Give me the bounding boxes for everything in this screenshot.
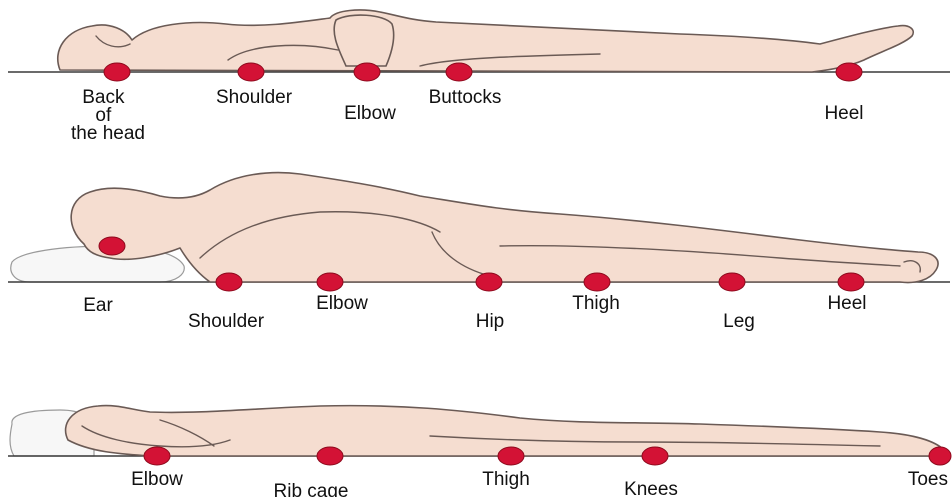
point-label-buttocks: Buttocks xyxy=(429,87,502,108)
pressure-point-dot xyxy=(238,63,264,81)
pressure-point-hip: Hip xyxy=(476,273,505,332)
pressure-point-dot xyxy=(719,273,745,291)
arm-supine xyxy=(334,15,393,66)
point-label-thigh: Thigh xyxy=(572,293,620,314)
panel-prone: Elbow Rib cage Thigh Knees Toes xyxy=(8,406,951,497)
point-label-rib-cage: Rib cage xyxy=(274,481,349,497)
pressure-point-dot xyxy=(476,273,502,291)
pressure-point-dot xyxy=(317,447,343,465)
body-lateral xyxy=(71,173,938,283)
pressure-point-dot xyxy=(498,447,524,465)
pressure-point-dot xyxy=(354,63,380,81)
pressure-point-dot xyxy=(99,237,125,255)
point-label-back-of-head: Back of the head xyxy=(71,87,145,144)
point-label-elbow: Elbow xyxy=(316,293,368,314)
pressure-point-dot xyxy=(104,63,130,81)
pressure-point-dot xyxy=(642,447,668,465)
pressure-point-dot xyxy=(929,447,951,465)
point-label-knees: Knees xyxy=(624,479,678,497)
point-label-heel: Heel xyxy=(824,103,863,124)
pressure-point-back-of-head: Back of the head xyxy=(71,63,145,144)
point-label-toes: Toes xyxy=(908,469,948,490)
point-label-thigh: Thigh xyxy=(482,469,530,490)
point-label-elbow: Elbow xyxy=(131,469,183,490)
point-label-shoulder: Shoulder xyxy=(216,87,293,108)
point-label-shoulder: Shoulder xyxy=(188,311,265,332)
pressure-point-dot xyxy=(584,273,610,291)
point-label-ear: Ear xyxy=(83,295,113,316)
pressure-point-dot xyxy=(836,63,862,81)
panel-supine: Back of the head Shoulder Elbow Buttocks… xyxy=(8,10,950,144)
body-supine xyxy=(58,10,913,72)
point-label-leg: Leg xyxy=(723,311,755,332)
pressure-point-dot xyxy=(144,447,170,465)
panel-lateral: Ear Shoulder Elbow Hip Thigh Leg Heel xyxy=(8,173,950,332)
point-label-elbow: Elbow xyxy=(344,103,396,124)
pressure-point-dot xyxy=(317,273,343,291)
point-label-hip: Hip xyxy=(476,311,505,332)
pressure-point-dot xyxy=(838,273,864,291)
pressure-point-dot xyxy=(446,63,472,81)
point-label-heel: Heel xyxy=(827,293,866,314)
pressure-point-dot xyxy=(216,273,242,291)
